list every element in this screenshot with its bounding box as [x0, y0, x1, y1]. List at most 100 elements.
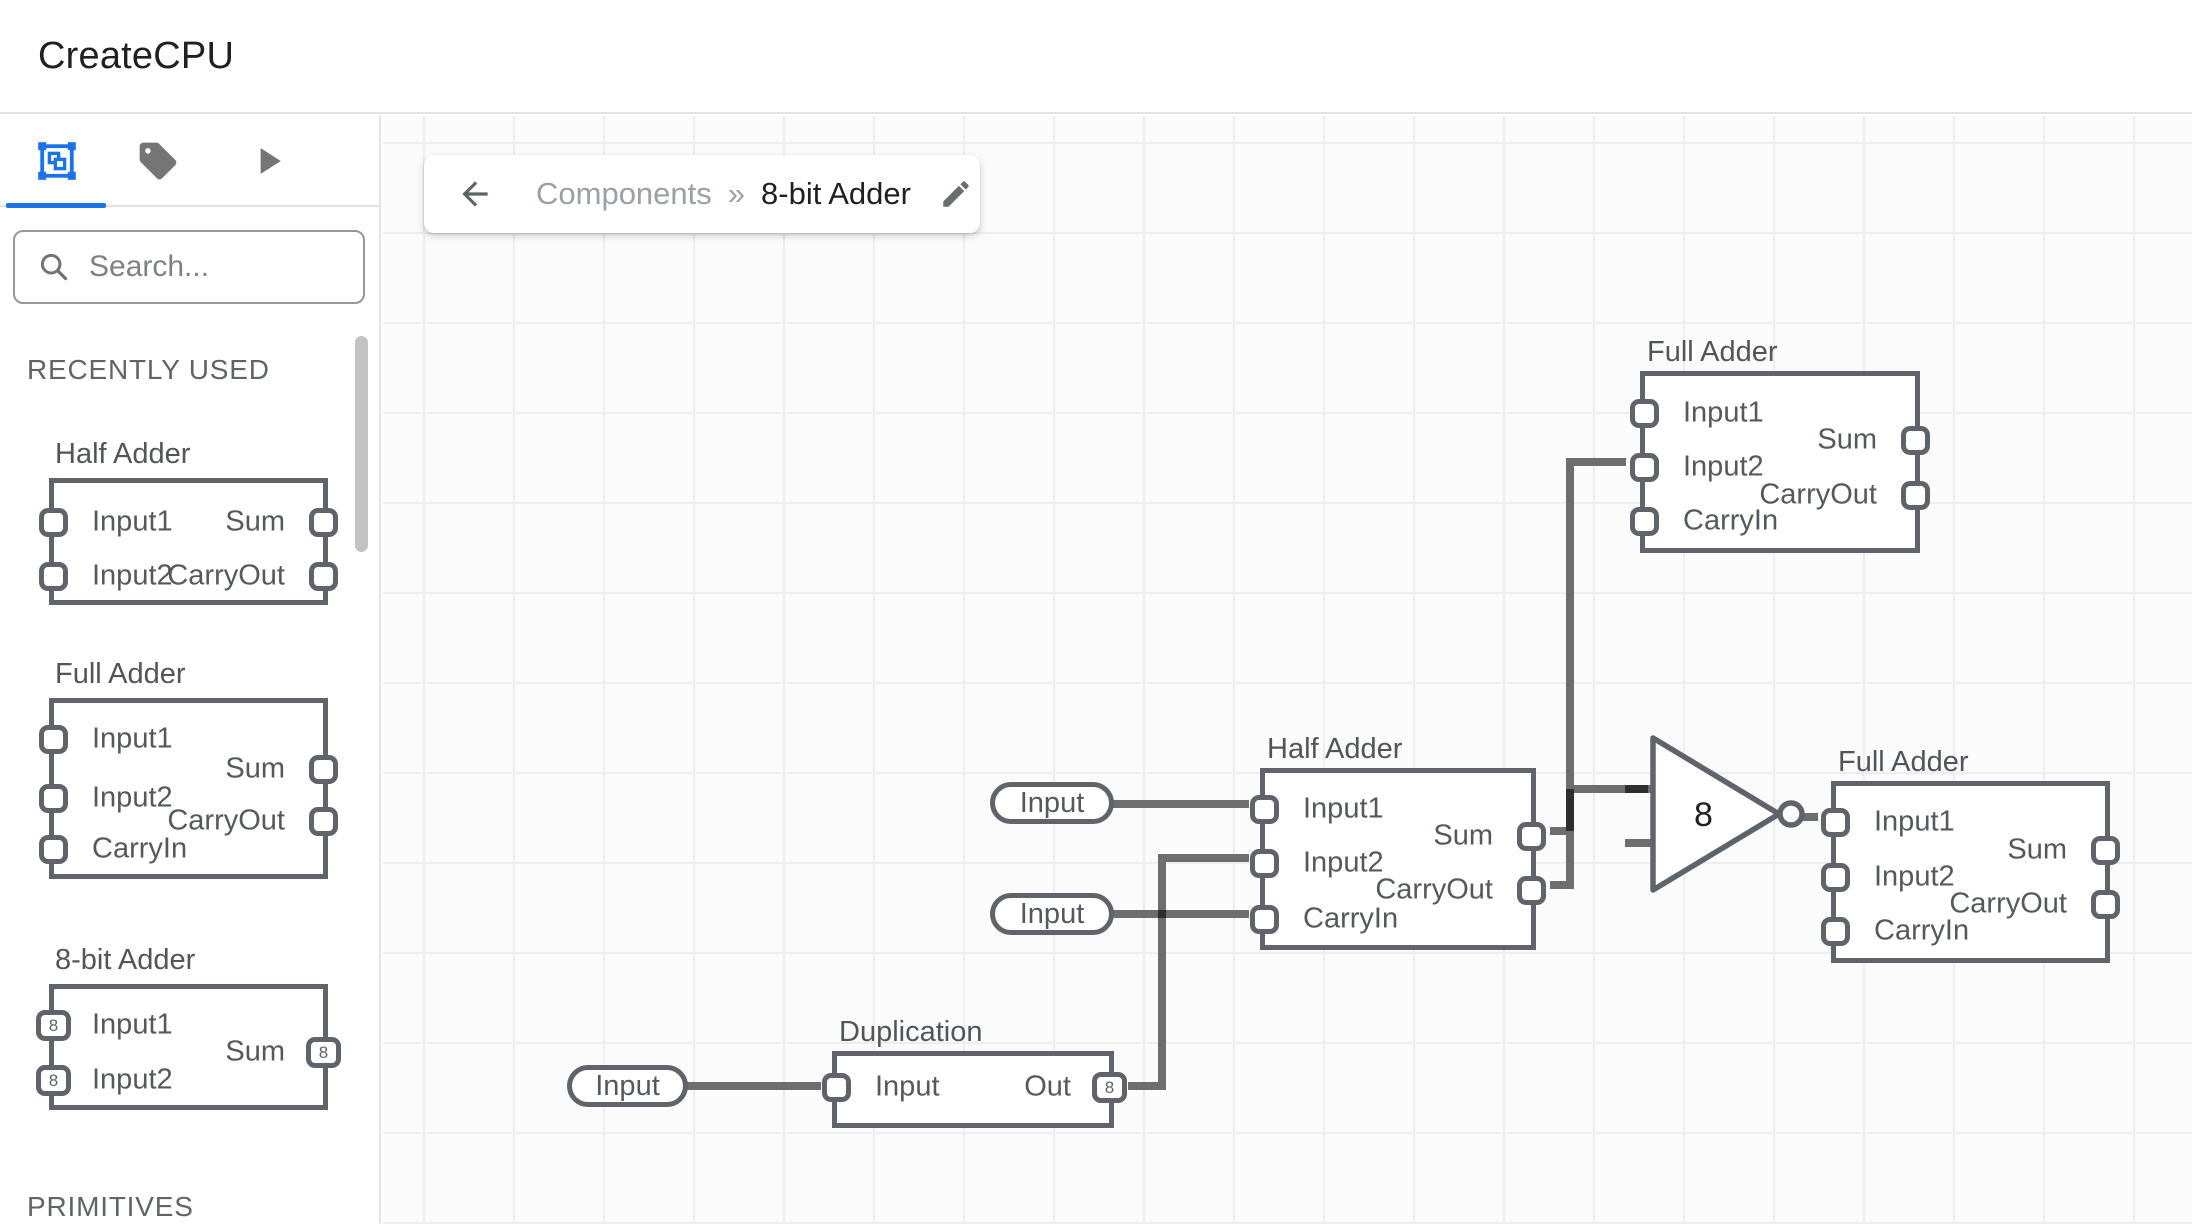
section-recently-used: RECENTLY USED — [27, 354, 270, 385]
port-carryout[interactable] — [1901, 481, 1930, 510]
node-half-adder[interactable]: Half Adder Input1 Input2 CarryIn Sum Car… — [1250, 733, 1546, 950]
breadcrumb-parent[interactable]: Components — [536, 176, 712, 211]
port-carryout[interactable] — [2091, 890, 2120, 919]
pencil-icon — [943, 181, 969, 207]
port-label: Sum — [225, 505, 285, 538]
bus-port-input1[interactable]: 8 — [36, 1010, 71, 1041]
wire[interactable] — [684, 1082, 821, 1090]
wire-overlap — [1625, 785, 1648, 793]
port-label: Input2 — [92, 559, 173, 592]
port-label: Input — [875, 1070, 940, 1103]
port-input1[interactable] — [1250, 795, 1279, 824]
library-item-box[interactable]: 8 Input1 8 Input2 8 Sum — [36, 984, 341, 1110]
library-item-title: 8-bit Adder — [55, 944, 196, 976]
port-label: CarryIn — [1874, 914, 1970, 947]
port-carryout[interactable] — [309, 807, 338, 836]
search-box[interactable] — [13, 230, 365, 304]
port-input2[interactable] — [1630, 453, 1659, 482]
port-sum[interactable] — [309, 755, 338, 784]
port-carryin[interactable] — [1250, 905, 1279, 934]
port-input1[interactable] — [39, 508, 68, 537]
port-label: Input1 — [92, 1008, 173, 1041]
wire[interactable] — [1566, 458, 1626, 466]
port-label: Input2 — [1303, 846, 1384, 879]
library-item-box[interactable]: Input1 Input2 CarryIn Sum CarryOut — [39, 698, 338, 879]
port-label: Sum — [225, 1035, 285, 1068]
bus-port-sum[interactable]: 8 — [306, 1037, 341, 1068]
port-label: Input2 — [92, 781, 173, 814]
port-carryin[interactable] — [1630, 507, 1659, 536]
port-label: Input1 — [92, 505, 173, 538]
wire[interactable] — [1158, 854, 1249, 862]
port-input1[interactable] — [1821, 808, 1850, 837]
play-icon — [260, 148, 281, 174]
search-input[interactable] — [89, 250, 339, 284]
section-primitives: PRIMITIVES — [27, 1191, 194, 1222]
search-icon — [40, 253, 68, 281]
gate-bus-label: 8 — [1694, 796, 1713, 834]
wire[interactable] — [1800, 813, 1818, 821]
port-sum[interactable] — [2091, 836, 2120, 865]
bus-port-input2[interactable]: 8 — [36, 1065, 71, 1096]
port-sum[interactable] — [309, 508, 338, 537]
wire[interactable] — [1158, 854, 1166, 1090]
breadcrumb-current: 8-bit Adder — [761, 176, 911, 211]
node-full-adder-right[interactable]: Full Adder Input1 Input2 CarryIn Sum Car… — [1821, 746, 2120, 963]
back-button[interactable] — [456, 175, 494, 213]
port-carryout[interactable] — [1517, 876, 1546, 905]
port-input2[interactable] — [1821, 863, 1850, 892]
circuit-canvas[interactable]: Components » 8-bit Adder — [383, 116, 2192, 1224]
gate-input-stub[interactable] — [1625, 839, 1653, 847]
bus-port-out[interactable]: 8 — [1092, 1072, 1127, 1103]
port-label: CarryIn — [1303, 902, 1399, 935]
port-input2[interactable] — [1250, 849, 1279, 878]
port-sum[interactable] — [1901, 426, 1930, 455]
port-carryin[interactable] — [39, 835, 68, 864]
node-title: Half Adder — [1267, 733, 1403, 765]
port-carryout[interactable] — [309, 562, 338, 591]
edit-name-button[interactable] — [939, 177, 973, 211]
port-input1[interactable] — [39, 725, 68, 754]
wire[interactable] — [1550, 881, 1574, 889]
tab-simulate[interactable] — [233, 128, 303, 194]
tab-tags[interactable] — [123, 128, 193, 194]
node-title: Duplication — [839, 1016, 983, 1048]
bus-width: 8 — [1104, 1077, 1115, 1097]
port-input1[interactable] — [1630, 399, 1659, 428]
bus-width: 8 — [48, 1015, 59, 1035]
port-label: Sum — [2007, 833, 2067, 866]
component-sidebar: RECENTLY USED Half Adder Input1 Input2 S… — [0, 116, 381, 1224]
wire[interactable] — [1566, 785, 1626, 793]
wire[interactable] — [1550, 827, 1574, 835]
library-item-box[interactable]: Input1 Input2 Sum CarryOut — [39, 478, 338, 605]
components-icon — [38, 142, 76, 180]
port-label: Sum — [1433, 819, 1493, 852]
port-input2[interactable] — [39, 562, 68, 591]
port-input2[interactable] — [39, 784, 68, 813]
wire[interactable] — [1566, 458, 1574, 889]
port-label: Input2 — [1683, 450, 1764, 483]
input-pin-pill[interactable]: Input — [990, 893, 1114, 935]
wire[interactable] — [1128, 1082, 1166, 1090]
port-input[interactable] — [822, 1073, 851, 1102]
port-carryin[interactable] — [1821, 917, 1850, 946]
sidebar-tabs — [0, 116, 379, 208]
active-tab-indicator — [6, 203, 106, 208]
input-pin-pill[interactable]: Input — [990, 782, 1114, 824]
port-label: Input1 — [1874, 805, 1955, 838]
gate-bubble — [1777, 800, 1805, 828]
library-item-title: Half Adder — [55, 438, 191, 470]
node-duplication[interactable]: Duplication Input 8 Out — [822, 1016, 1127, 1128]
node-full-adder-top[interactable]: Full Adder Input1 Input2 CarryIn Sum Car… — [1630, 336, 1930, 553]
node-title: Full Adder — [1647, 336, 1778, 368]
wire[interactable] — [1110, 800, 1249, 808]
wire[interactable] — [1110, 910, 1249, 918]
breadcrumb: Components » 8-bit Adder — [424, 155, 980, 233]
arrow-left-icon — [462, 181, 488, 207]
gate-splitter[interactable]: 8 — [1650, 735, 1808, 898]
tab-components[interactable] — [22, 128, 92, 194]
port-sum[interactable] — [1517, 822, 1546, 851]
input-pin-pill[interactable]: Input — [567, 1065, 688, 1107]
sidebar-scrollbar[interactable] — [355, 336, 368, 552]
port-label: Sum — [225, 752, 285, 785]
